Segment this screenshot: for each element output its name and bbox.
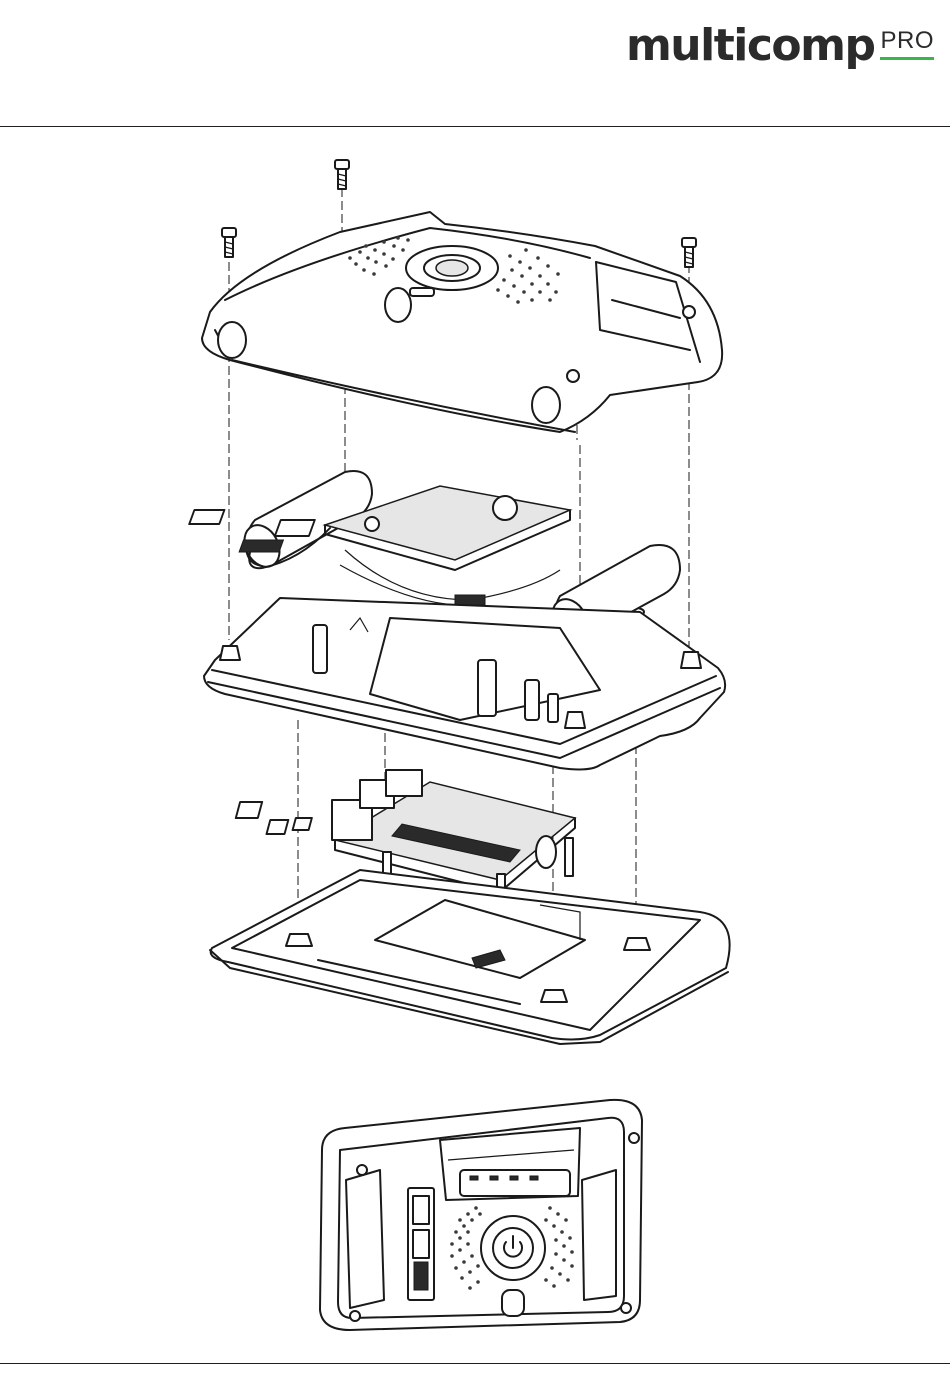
display-panel — [210, 870, 730, 1044]
footer-divider — [0, 1363, 950, 1364]
control-board — [189, 486, 570, 606]
rear-cover — [202, 212, 722, 432]
middle-frame — [204, 598, 725, 769]
assembled-rear-view — [320, 1100, 642, 1330]
